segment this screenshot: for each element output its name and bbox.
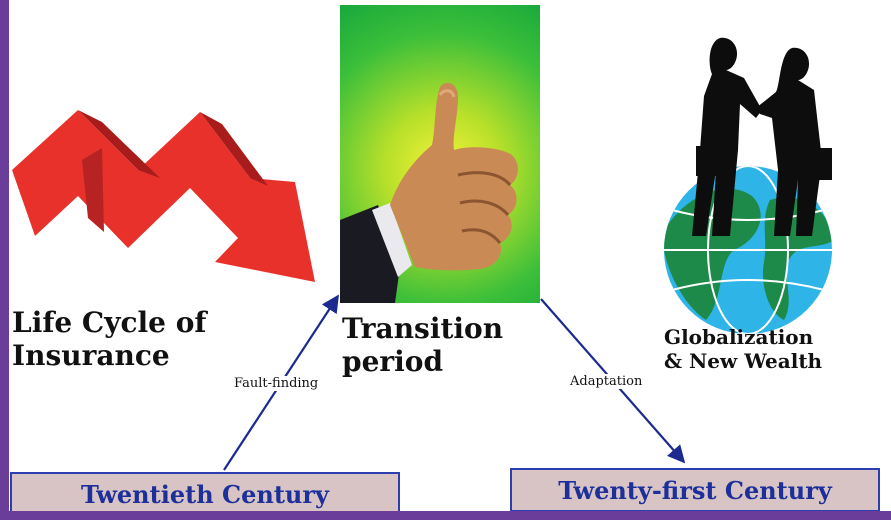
adaptation-label: Adaptation — [568, 374, 645, 389]
twentieth-century-label: Twentieth Century — [81, 479, 329, 509]
twentieth-century-box: Twentieth Century — [10, 472, 400, 516]
twenty-first-century-box: Twenty-first Century — [510, 468, 880, 512]
zigzag-down-arrow-icon — [12, 110, 315, 282]
globalization-label: Globalization & New Wealth — [664, 325, 823, 373]
thumbs-up-photo — [340, 5, 540, 303]
frame-left-edge — [0, 0, 9, 520]
twenty-first-century-label: Twenty-first Century — [558, 475, 832, 505]
transition-period-label: Transition period — [342, 312, 504, 379]
life-cycle-label: Life Cycle of Insurance — [12, 306, 207, 373]
fault-finding-label: Fault-finding — [232, 376, 321, 391]
frame-bottom-edge — [0, 511, 891, 520]
handshake-globe-icon — [664, 37, 832, 334]
